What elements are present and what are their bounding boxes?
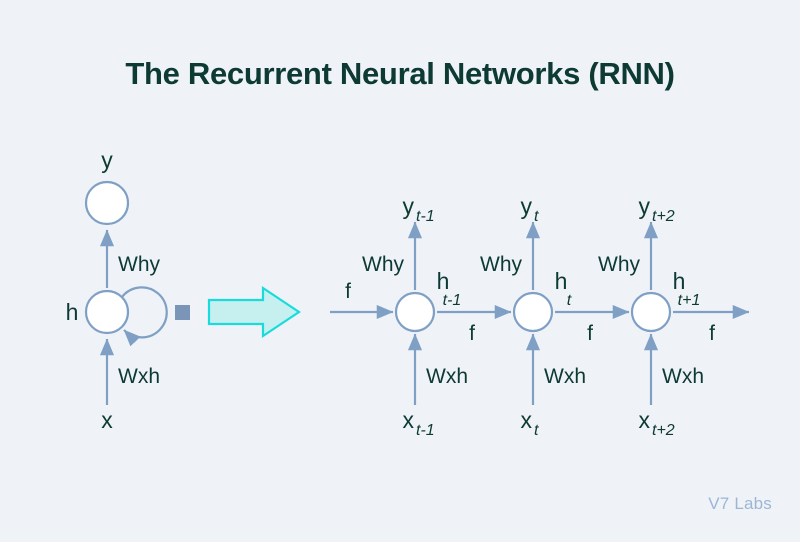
hidden-label-1: h [437, 268, 450, 294]
output-label-3: y [639, 193, 651, 219]
folded-output-label: y [101, 147, 113, 173]
why-label-3: Why [598, 253, 641, 276]
folded-self-loop-arrow [121, 286, 168, 347]
unfold-block-arrow [207, 285, 301, 339]
watermark-v7-labs: V7 Labs [708, 494, 772, 513]
folded-cell-group: y Why h Wxh x [66, 147, 190, 433]
hidden-subscript-3: t+1 [678, 292, 701, 309]
output-subscript-1: t-1 [416, 208, 435, 225]
input-label-2: x [521, 407, 533, 433]
input-label-3: x [639, 407, 651, 433]
wxh-label-2: Wxh [544, 365, 586, 388]
timestep-group-3: y t+2 Why h t+1 Wxh x t+2 f [598, 193, 750, 439]
hidden-node-2 [512, 291, 554, 333]
hidden-subscript-1: t-1 [443, 292, 462, 309]
folded-hidden-label: h [66, 299, 79, 325]
hidden-node-1 [394, 291, 436, 333]
folded-why-label: Why [118, 253, 161, 276]
timestep-group-2: y t Why h t Wxh x t f [480, 193, 630, 439]
wxh-label-1: Wxh [426, 365, 468, 388]
page-title: The Recurrent Neural Networks (RNN) [125, 56, 675, 91]
hidden-node-3 [630, 291, 672, 333]
folded-hidden-node [84, 289, 130, 335]
unrolled-chain-group: f y t-1 Why h t-1 Wxh x t-1 f y t Why h … [330, 193, 750, 439]
folded-input-label: x [101, 407, 113, 433]
input-subscript-3: t+2 [652, 422, 675, 439]
why-label-2: Why [480, 253, 523, 276]
output-subscript-2: t [534, 208, 539, 225]
output-label-2: y [521, 193, 533, 219]
chain-incoming-f-label: f [345, 280, 351, 303]
hidden-subscript-2: t [567, 292, 572, 309]
folded-output-node [84, 180, 130, 226]
hidden-label-3: h [673, 268, 686, 294]
recurrent-f-label-1: f [469, 322, 475, 345]
timestep-group-1: y t-1 Why h t-1 Wxh x t-1 f [362, 193, 512, 439]
output-label-1: y [403, 193, 415, 219]
input-label-1: x [403, 407, 415, 433]
hidden-label-2: h [555, 268, 568, 294]
folded-self-loop-square-marker [175, 305, 190, 320]
why-label-1: Why [362, 253, 405, 276]
chain-outgoing-f-label: f [709, 322, 715, 345]
wxh-label-3: Wxh [662, 365, 704, 388]
folded-wxh-label: Wxh [118, 365, 160, 388]
recurrent-f-label-2: f [587, 322, 593, 345]
input-subscript-1: t-1 [416, 422, 435, 439]
output-subscript-3: t+2 [652, 208, 675, 225]
input-subscript-2: t [534, 422, 539, 439]
